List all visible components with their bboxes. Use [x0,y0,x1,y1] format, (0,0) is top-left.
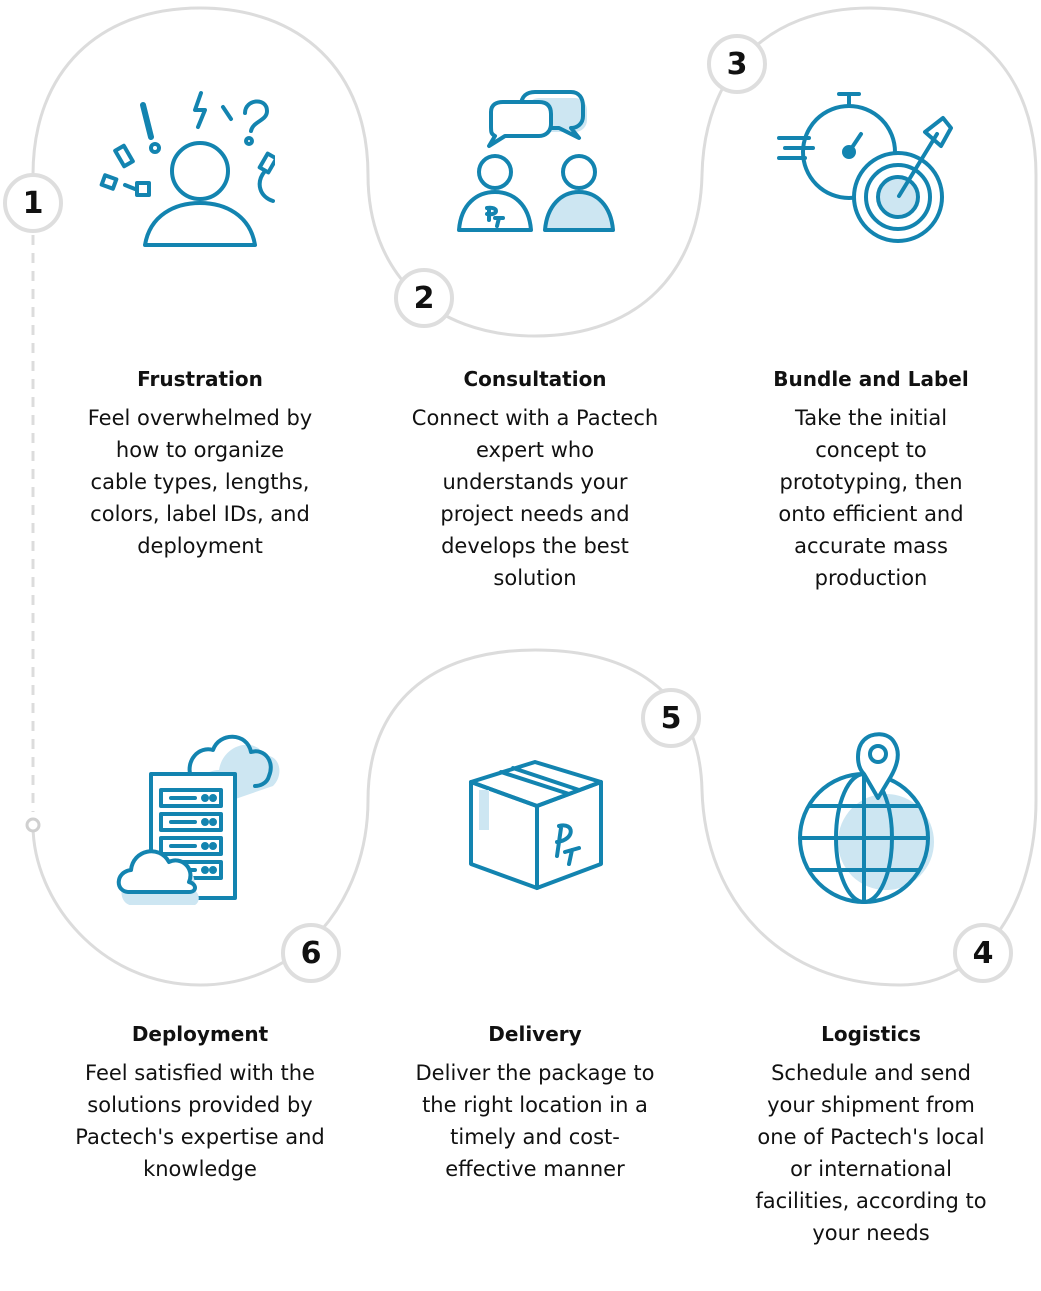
step-1-number-badge: 1 [3,173,63,233]
step-4-number: 4 [972,935,994,971]
step-1-description: Feel overwhelmed by how to organize cabl… [87,406,313,558]
consultation-chat-icon [457,90,615,232]
globe-location-icon [798,732,934,904]
step-4-text: Logistics Schedule and send your shipmen… [726,1021,1016,1249]
step-2-text: Consultation Connect with a Pactech expe… [390,366,680,594]
package-box-icon [469,760,603,890]
stopwatch-target-icon [777,92,953,243]
step-1-text: Frustration Feel overwhelmed by how to o… [55,366,345,562]
step-1-number: 1 [22,185,44,221]
step-3-title: Bundle and Label [773,367,969,391]
step-5-description: Deliver the package to the right locatio… [415,1061,655,1181]
step-2-title: Consultation [463,367,607,391]
step-4-title: Logistics [821,1022,921,1046]
step-2-description: Connect with a Pactech expert who unders… [411,406,659,590]
step-2-number-badge: 2 [394,268,454,328]
step-6-description: Feel satisfied with the solutions provid… [75,1061,325,1181]
step-5-number: 5 [660,700,682,736]
step-5-text: Delivery Deliver the package to the righ… [390,1021,680,1185]
server-cloud-icon [116,734,280,905]
step-3-text: Bundle and Label Take the initial concep… [726,366,1016,594]
step-4-description: Schedule and send your shipment from one… [755,1061,987,1245]
step-5-number-badge: 5 [641,688,701,748]
step-4-number-badge: 4 [953,923,1013,983]
step-6-title: Deployment [131,1022,269,1046]
step-6-number-badge: 6 [281,923,341,983]
step-6-number: 6 [300,935,322,971]
step-3-description: Take the initial concept to prototyping,… [778,406,964,590]
step-1-title: Frustration [137,367,263,391]
step-3-number-badge: 3 [707,34,767,94]
step-5-title: Delivery [488,1022,582,1046]
step-3-number: 3 [726,46,748,82]
frustrated-person-icon [99,91,275,247]
step-2-number: 2 [413,280,435,316]
step-6-text: Deployment Feel satisfied with the solut… [55,1021,345,1185]
